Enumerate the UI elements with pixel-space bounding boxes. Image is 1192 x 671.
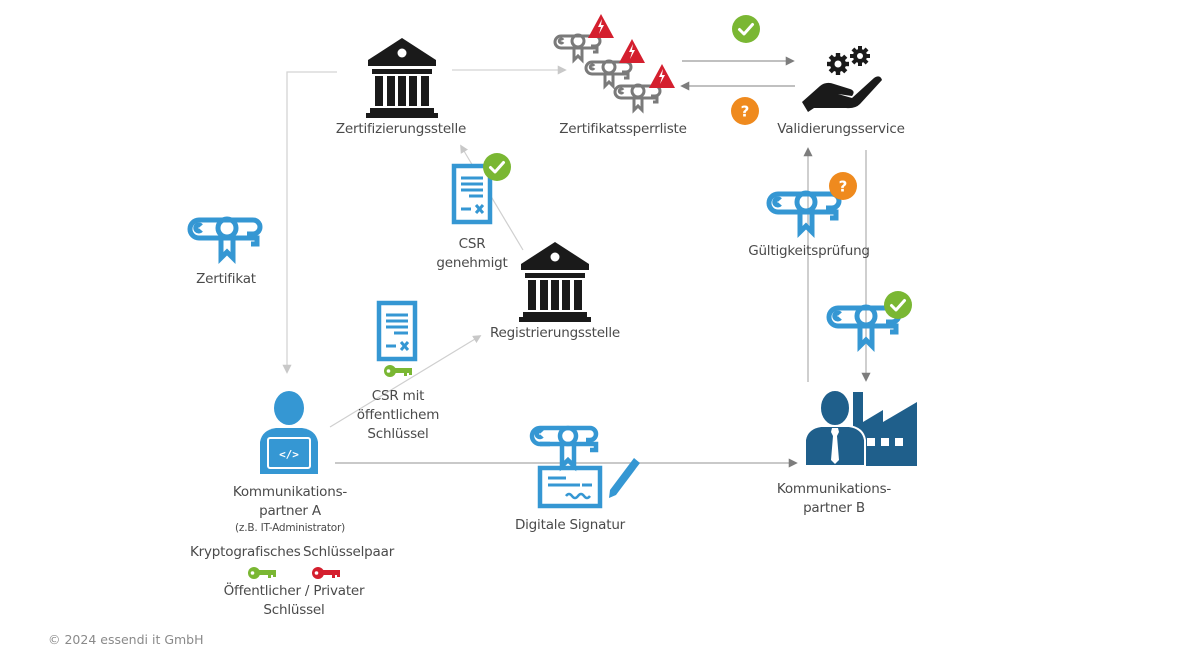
certificate-gray-icon [553, 33, 602, 64]
partner-a-line1: Kommunikations- [232, 484, 348, 500]
warning-triangle-icon [649, 64, 675, 88]
document-approved-icon [451, 163, 493, 225]
certificate-gray-icon [584, 59, 633, 90]
csr-mit-schluessel-line1: CSR mit [371, 388, 425, 404]
validierungsservice-label: Validierungsservice [777, 121, 905, 137]
csr-genehmigt-label-line2: genehmigt [436, 255, 508, 271]
hand-gears-icon [802, 46, 882, 112]
document-icon [376, 300, 418, 362]
keypair-caption-line2: Schlüssel [263, 602, 325, 618]
arrow-partner-a-to-ra [329, 335, 482, 428]
svg-text:?: ? [839, 178, 848, 196]
csr-mit-schluessel-line2: öffentlichem [356, 407, 440, 423]
signatur-label: Digitale Signatur [514, 517, 626, 533]
bank-building-icon [366, 38, 438, 118]
warning-triangle-icon [619, 39, 645, 63]
svg-text:?: ? [741, 103, 750, 121]
partner-b-line2: partner B [803, 500, 865, 516]
zertifikat-label: Zertifikat [196, 271, 256, 287]
public-key-icon [248, 567, 276, 579]
signature-certificate-icon [529, 425, 640, 509]
developer-laptop-icon: </> [260, 391, 318, 474]
keypair-title-part2: Schlüsselpaar [303, 544, 395, 560]
question-badge-icon: ? [829, 172, 857, 200]
zertifizierungsstelle-label: Zertifizierungsstelle [335, 121, 467, 137]
partner-b-line1: Kommunikations- [776, 481, 892, 497]
check-badge-icon [884, 291, 912, 319]
keypair-caption-line1: Öffentlicher / Privater [223, 583, 365, 599]
sperrliste-label: Zertifikatssperrliste [559, 121, 687, 137]
public-key-icon [384, 365, 412, 377]
partner-a-line3: (z.B. IT-Administrator) [234, 522, 345, 534]
warning-triangle-icon [588, 14, 614, 38]
arrow-ca-to-partner-a [282, 71, 337, 374]
certificate-icon [187, 216, 263, 265]
private-key-icon [312, 567, 340, 579]
gueltigkeitspruefung-label: Gültigkeitsprüfung [748, 243, 870, 259]
registrierungsstelle-label: Registrierungsstelle [489, 325, 621, 341]
csr-mit-schluessel-line3: Schlüssel [367, 426, 429, 442]
svg-text:</>: </> [279, 448, 299, 461]
bank-building-icon [519, 242, 591, 322]
copyright-footer: © 2024 essendi it GmbH [48, 632, 204, 647]
business-factory-icon [804, 389, 917, 467]
question-badge-icon: ? [731, 97, 759, 125]
partner-a-line2: partner A [259, 503, 321, 519]
check-badge-icon [483, 153, 511, 181]
check-badge-icon [732, 15, 760, 43]
csr-genehmigt-label-line1: CSR [458, 236, 486, 252]
keypair-title-part1: Kryptografisches [190, 544, 301, 560]
